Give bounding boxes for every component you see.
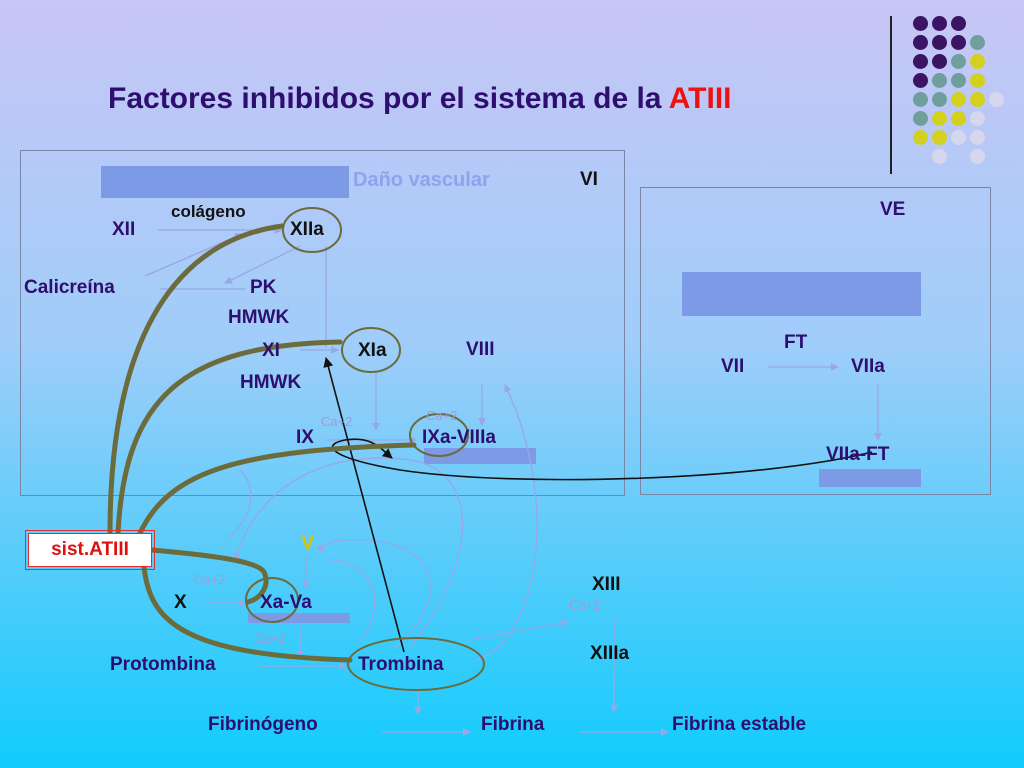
- decorative-divider: [890, 16, 892, 174]
- trombina-label: Trombina: [358, 654, 444, 675]
- sist-atiii-box: sist.ATIII: [25, 530, 155, 570]
- fibrina-estable-label: Fibrina estable: [672, 714, 807, 735]
- dano-vascular-label: Daño vascular: [353, 169, 490, 191]
- activated-factor-circles: [245, 207, 485, 691]
- fibrina-label: Fibrina: [481, 714, 545, 735]
- factor-viii: VIII: [466, 339, 495, 360]
- light-arrows: [144, 226, 882, 736]
- title-accent: ATIII: [668, 82, 732, 115]
- extrinsic-pathway-panel: [640, 187, 991, 495]
- factor-x: X: [174, 592, 187, 613]
- atiii-inhibition-paths: [107, 223, 417, 663]
- ixa-viiia-bar: [424, 448, 536, 464]
- calcium-label-x: Ca+2: [194, 572, 226, 587]
- viia-ft-bar: [819, 469, 921, 487]
- protombina-label: Protombina: [110, 654, 216, 675]
- factor-xii: XII: [112, 219, 136, 240]
- factor-ve: VE: [880, 199, 906, 220]
- factor-xiiia: XIIIa: [590, 643, 630, 664]
- complex-ixa-viiia: IXa-VIIIa: [422, 427, 496, 448]
- xa-va-bar: [248, 613, 350, 623]
- calcium-label-ixa: Ca+2: [426, 408, 458, 423]
- factor-vii: VII: [721, 356, 745, 377]
- calcium-label-xa: Ca+2: [254, 631, 286, 646]
- calcium-label-xiii: Ca+2: [569, 597, 601, 612]
- factor-vi: VI: [580, 169, 598, 190]
- pk-label: PK: [250, 277, 277, 298]
- factor-xia: XIa: [358, 340, 387, 361]
- extrinsic-bar: [682, 272, 921, 316]
- factor-xiii: XIII: [592, 574, 621, 595]
- factor-xiia: XIIa: [290, 219, 324, 240]
- complex-xa-va: Xa-Va: [260, 592, 312, 613]
- hmwk-label-2: HMWK: [240, 372, 302, 393]
- feedback-arrows: [323, 357, 873, 653]
- factor-v: V: [301, 532, 315, 554]
- complex-viia-ft: VIIa-FT: [826, 444, 890, 465]
- tissue-factor-ft: FT: [784, 332, 808, 353]
- calcium-label-ix: Ca+2: [321, 414, 353, 429]
- factor-viia: VIIa: [851, 356, 885, 377]
- factor-ix: IX: [296, 427, 314, 448]
- factor-xi: XI: [262, 340, 280, 361]
- title-main: Factores inhibidos por el sistema de la: [108, 82, 669, 115]
- dano-vascular-bar: [101, 166, 349, 198]
- calicreina-label: Calicreína: [24, 277, 115, 298]
- page-title: Factores inhibidos por el sistema de la …: [108, 82, 732, 116]
- fibrinogeno-label: Fibrinógeno: [208, 714, 318, 735]
- intrinsic-pathway-panel: [20, 150, 625, 496]
- hmwk-label-1: HMWK: [228, 307, 290, 328]
- colageno-label: colágeno: [171, 202, 246, 221]
